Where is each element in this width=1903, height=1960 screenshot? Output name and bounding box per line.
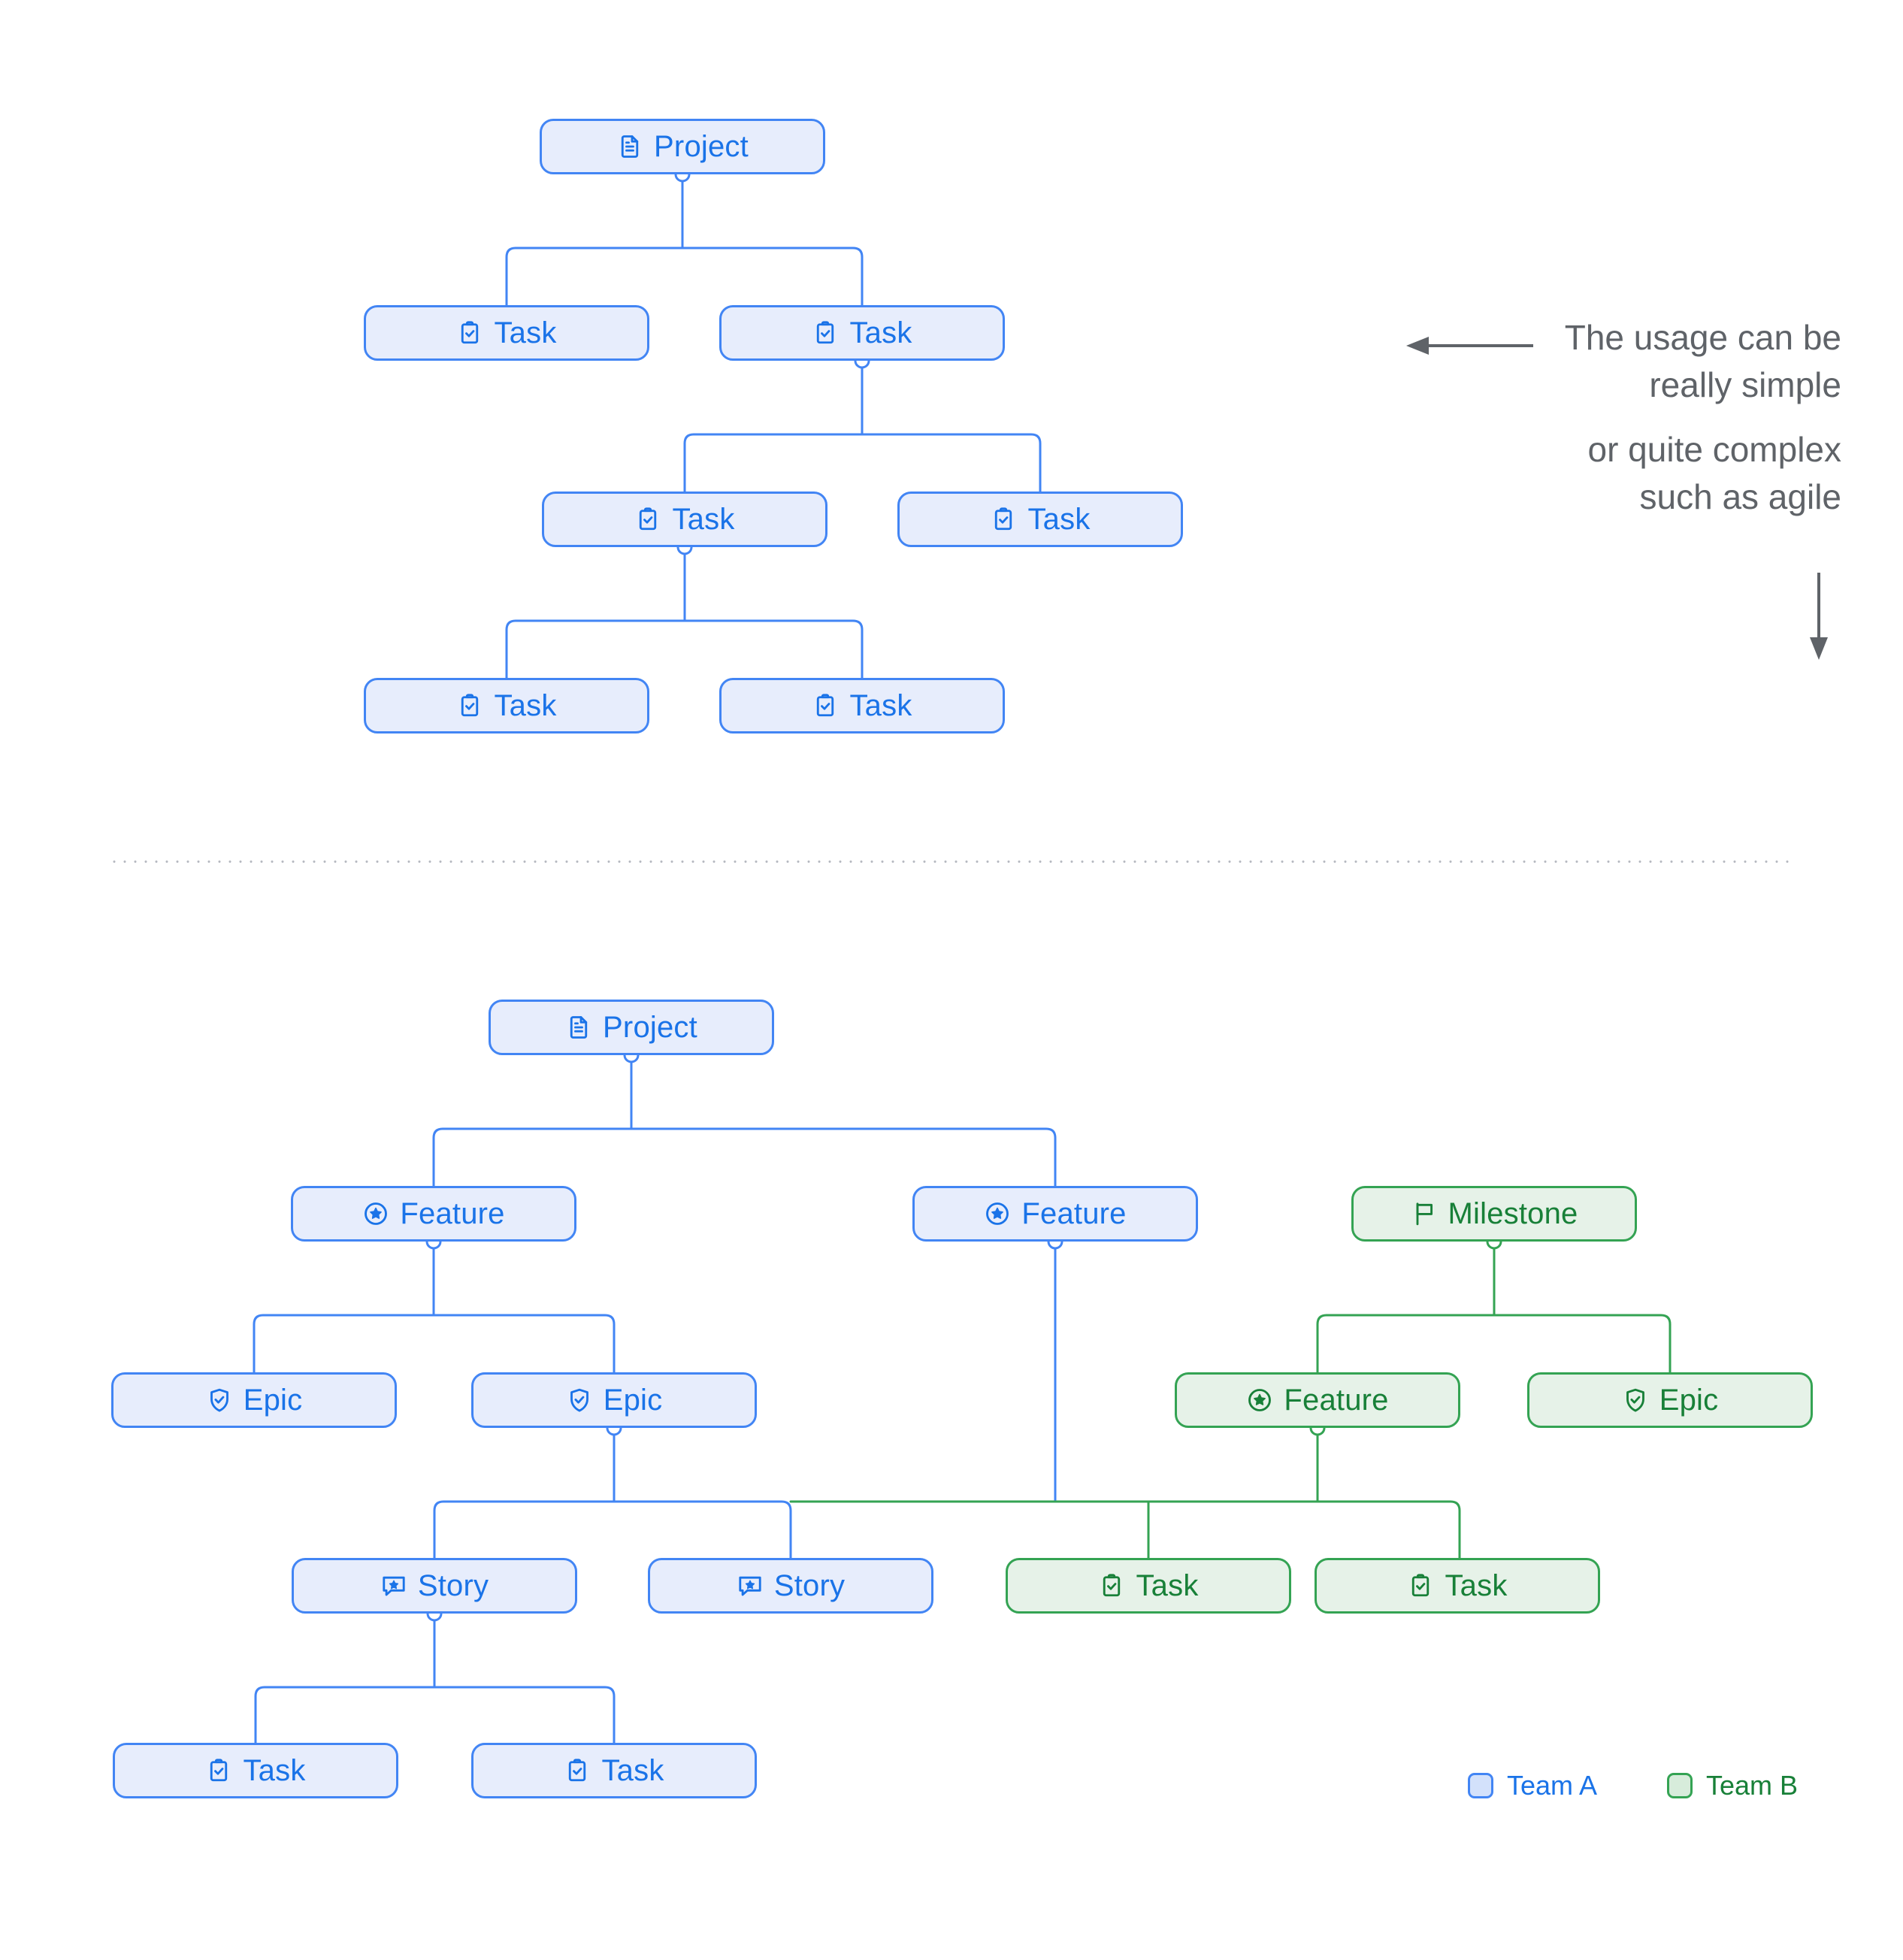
node-story-a9[interactable]: Story [648, 1558, 933, 1614]
node-epic-a4[interactable]: Epic [111, 1372, 397, 1428]
node-label: Task [601, 1754, 664, 1787]
node-feature-a2[interactable]: Feature [912, 1186, 1198, 1242]
node-label: Epic [603, 1384, 663, 1417]
node-label: Epic [1659, 1384, 1719, 1417]
comment-star-icon [737, 1572, 764, 1599]
node-task-a11[interactable]: Task [1315, 1558, 1600, 1614]
annotation-line-3: or quite complex [1587, 429, 1842, 469]
legend-label-team-b: Team B [1706, 1770, 1799, 1801]
shield-check-icon [206, 1387, 233, 1414]
clipboard-check-icon [990, 506, 1017, 533]
node-label: Task [672, 503, 735, 536]
node-epic-a7[interactable]: Epic [1527, 1372, 1813, 1428]
star-circle-icon [984, 1200, 1011, 1227]
node-feature-a1[interactable]: Feature [291, 1186, 576, 1242]
node-task-s3[interactable]: Task [542, 492, 827, 547]
node-task-s6[interactable]: Task [719, 678, 1005, 733]
node-task-a12[interactable]: Task [113, 1743, 398, 1798]
node-task-s5[interactable]: Task [364, 678, 649, 733]
annotation-line-2: really simple [1649, 365, 1841, 405]
document-icon [616, 133, 643, 160]
node-task-a13[interactable]: Task [471, 1743, 757, 1798]
node-milestone-a3[interactable]: Milestone [1351, 1186, 1637, 1242]
node-label: Milestone [1448, 1197, 1578, 1230]
node-label: Task [849, 689, 912, 722]
node-label: Story [417, 1569, 489, 1602]
node-label: Feature [1284, 1384, 1389, 1417]
node-label: Task [1136, 1569, 1199, 1602]
node-task-s1[interactable]: Task [364, 305, 649, 361]
clipboard-check-icon [812, 319, 839, 346]
clipboard-check-icon [564, 1757, 591, 1784]
comment-star-icon [380, 1572, 407, 1599]
clipboard-check-icon [1407, 1572, 1434, 1599]
annotation-line-1: The usage can be [1564, 318, 1841, 357]
clipboard-check-icon [1098, 1572, 1125, 1599]
node-label: Feature [1021, 1197, 1127, 1230]
node-label: Task [494, 689, 557, 722]
clipboard-check-icon [634, 506, 661, 533]
node-label: Task [243, 1754, 306, 1787]
node-task-s2[interactable]: Task [719, 305, 1005, 361]
node-label: Epic [243, 1384, 303, 1417]
clipboard-check-icon [812, 692, 839, 719]
legend-item-team-b: Team B [1667, 1770, 1798, 1801]
node-story-a8[interactable]: Story [292, 1558, 577, 1614]
legend-item-team-a: Team A [1468, 1770, 1597, 1801]
clipboard-check-icon [205, 1757, 232, 1784]
shield-check-icon [1622, 1387, 1649, 1414]
node-label: Project [654, 130, 749, 163]
legend-swatch-team-a [1468, 1773, 1493, 1798]
star-circle-icon [1246, 1387, 1273, 1414]
legend-swatch-team-b [1667, 1773, 1693, 1798]
node-project-s0[interactable]: Project [540, 119, 825, 174]
node-project-a0[interactable]: Project [489, 1000, 774, 1055]
node-label: Project [603, 1011, 697, 1044]
star-circle-icon [362, 1200, 389, 1227]
node-epic-a5[interactable]: Epic [471, 1372, 757, 1428]
node-label: Task [1445, 1569, 1508, 1602]
document-icon [565, 1014, 592, 1041]
shield-check-icon [566, 1387, 593, 1414]
node-task-s4[interactable]: Task [897, 492, 1183, 547]
clipboard-check-icon [456, 692, 483, 719]
arrow-left-icon [1406, 337, 1533, 355]
node-label: Feature [400, 1197, 505, 1230]
node-feature-a6[interactable]: Feature [1175, 1372, 1460, 1428]
node-label: Story [773, 1569, 846, 1602]
legend-label-team-a: Team A [1507, 1770, 1598, 1801]
section-divider [109, 861, 1796, 863]
annotation-text: The usage can be really simple or quite … [932, 314, 1841, 522]
annotation-line-4: such as agile [1639, 477, 1842, 517]
agile-tree-blue-ports [425, 1047, 1063, 1622]
clipboard-check-icon [456, 319, 483, 346]
node-task-a10[interactable]: Task [1006, 1558, 1291, 1614]
node-label: Task [849, 316, 912, 349]
node-label: Task [1027, 503, 1091, 536]
node-label: Task [494, 316, 557, 349]
flag-icon [1411, 1200, 1438, 1227]
arrow-down-icon [1810, 573, 1828, 660]
